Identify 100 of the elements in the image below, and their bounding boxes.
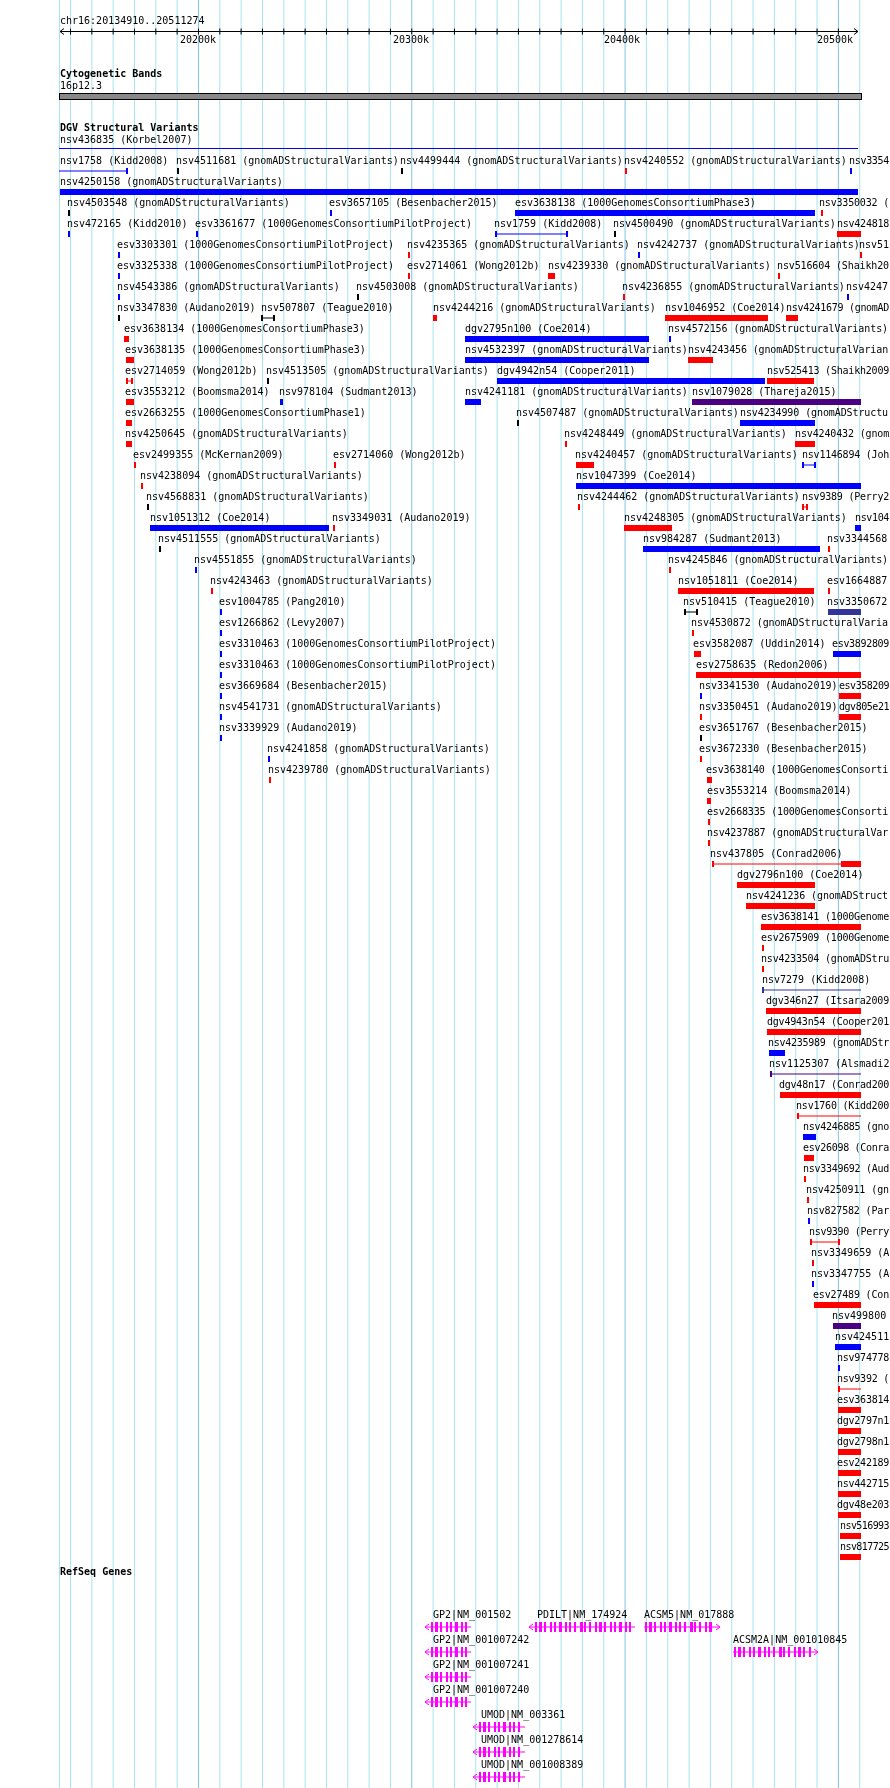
variant-label: esv3638134 (1000GenomesConsortiumPhase3) bbox=[124, 323, 365, 335]
variant-label: nsv4240457 (gnomADStructuralVariants) bbox=[575, 449, 798, 461]
axis-tick-label: 20500k bbox=[817, 34, 854, 46]
variant-label: nsv499800 bbox=[832, 1310, 887, 1322]
variant-label: nsv4246885 (gno bbox=[803, 1121, 889, 1133]
variant-label: nsv9389 (Perry2 bbox=[802, 491, 889, 503]
variant-label: nsv1759 (Kidd2008) bbox=[494, 218, 603, 230]
variant-label: esv3553214 (Boomsma2014) bbox=[707, 785, 852, 797]
variant-label: nsv3349031 (Audano2019) bbox=[332, 512, 471, 524]
variant-label: nsv3347755 (A bbox=[811, 1268, 890, 1280]
variant-label: esv3303301 (1000GenomesConsortiumPilotProject) bbox=[117, 239, 394, 251]
variant-label: nsv1146894 (Joh bbox=[802, 449, 889, 461]
variant-label: esv3361677 (1000GenomesConsortiumPilotProject) bbox=[195, 218, 472, 230]
gene-label: UMOD|NM_001278614 bbox=[481, 1734, 584, 1746]
variant-label: esv27489 (Con bbox=[813, 1289, 889, 1301]
variant-label: esv1266862 (Levy2007) bbox=[219, 617, 346, 629]
variant-label: esv3669684 (Besenbacher2015) bbox=[219, 680, 388, 692]
variant-label: dgv2795n100 (Coe2014) bbox=[465, 323, 592, 335]
variant-label: nsv4532397 (gnomADStructuralVariants) bbox=[465, 344, 688, 356]
variant-label: nsv3354 bbox=[849, 155, 889, 167]
variant-label: nsv3350672 bbox=[827, 596, 888, 608]
gene-label: UMOD|NM_001008389 bbox=[481, 1759, 584, 1771]
variant-label: nsv4243456 (gnomADStructuralVarian bbox=[688, 344, 889, 356]
variant-label: nsv978104 (Sudmant2013) bbox=[279, 386, 418, 398]
variant-label: nsv3341530 (Audano2019) bbox=[699, 680, 838, 692]
variant-label: nsv4241181 (gnomADStructuralVariants) bbox=[465, 386, 688, 398]
variant-label: nsv4572156 (gnomADStructuralVariants) bbox=[668, 323, 889, 335]
variant-label: esv3553212 (Boomsma2014) bbox=[125, 386, 270, 398]
variant-label: nsv3349692 (Aud bbox=[803, 1163, 889, 1175]
variant-label: nsv51 bbox=[859, 239, 890, 251]
variant-label: esv3892809 bbox=[832, 638, 889, 650]
variant-label: esv3638135 (1000GenomesConsortiumPhase3) bbox=[125, 344, 366, 356]
variant-label: nsv4248449 (gnomADStructuralVariants) bbox=[564, 428, 787, 440]
gene-label: GP2|NM_001007242 bbox=[433, 1634, 530, 1646]
variant-label: nsv817725 bbox=[840, 1541, 889, 1553]
variant-label: nsv4568831 (gnomADStructuralVariants) bbox=[146, 491, 369, 503]
variant-label: nsv442715 bbox=[837, 1478, 889, 1490]
variant-label: nsv4247 bbox=[846, 281, 889, 293]
variant-label: nsv4235989 (gnomADStr bbox=[768, 1037, 889, 1049]
variant-label: nsv507807 (Teague2010) bbox=[261, 302, 394, 314]
variant-label: esv3638140 (1000GenomesConsorti bbox=[706, 764, 889, 776]
variant-label: nsv4241679 (gnomAD bbox=[786, 302, 889, 314]
variant-label: nsv510415 (Teague2010) bbox=[683, 596, 816, 608]
variant-label: esv2675909 (1000Genome bbox=[761, 932, 889, 944]
variant-label: nsv7279 (Kidd2008) bbox=[762, 974, 871, 986]
variant-label: nsv4241858 (gnomADStructuralVariants) bbox=[267, 743, 490, 755]
variant-label: nsv4551855 (gnomADStructuralVariants) bbox=[194, 554, 417, 566]
variant-label: nsv4511681 (gnomADStructuralVariants) bbox=[176, 155, 399, 167]
variant-label: nsv3349659 (A bbox=[811, 1247, 890, 1259]
variant-label: nsv4239330 (gnomADStructuralVariants) bbox=[548, 260, 771, 272]
variant-label: nsv4248305 (gnomADStructuralVariants) bbox=[624, 512, 847, 524]
variant-label: nsv4239780 (gnomADStructuralVariants) bbox=[268, 764, 491, 776]
variant-label: nsv4513505 (gnomADStructuralVariants) bbox=[266, 365, 489, 377]
variant-label: nsv4503548 (gnomADStructuralVariants) bbox=[67, 197, 290, 209]
variant-label: nsv4238094 (gnomADStructuralVariants) bbox=[140, 470, 363, 482]
variant-label: nsv4543386 (gnomADStructuralVariants) bbox=[117, 281, 340, 293]
variant-label: nsv1125307 (Alsmadi2 bbox=[769, 1058, 890, 1070]
variant-label: nsv436835 (Korbel2007) bbox=[60, 134, 193, 146]
variant-label: nsv9390 (Perry bbox=[809, 1226, 889, 1238]
variant-label: nsv4236855 (gnomADStructuralVariants) bbox=[622, 281, 845, 293]
variant-label: nsv4511555 (gnomADStructuralVariants) bbox=[158, 533, 381, 545]
coordinate-label: chr16:20134910..20511274 bbox=[60, 15, 205, 27]
variant-label: esv2663255 (1000GenomesConsortiumPhase1) bbox=[125, 407, 366, 419]
variant-label: esv3325338 (1000GenomesConsortiumPilotProject) bbox=[117, 260, 394, 272]
variant-label: nsv472165 (Kidd2010) bbox=[67, 218, 188, 230]
variant-label: nsv827582 (Par bbox=[807, 1205, 889, 1217]
variant-label: esv1004785 (Pang2010) bbox=[219, 596, 346, 608]
track-title: DGV Structural Variants bbox=[60, 122, 199, 134]
variant-label: nsv4240432 (gnom bbox=[795, 428, 889, 440]
track-title: RefSeq Genes bbox=[60, 1566, 133, 1578]
variant-label: nsv4503008 (gnomADStructuralVariants) bbox=[356, 281, 579, 293]
variant-label: nsv1051312 (Coe2014) bbox=[150, 512, 271, 524]
variant-label: nsv4242737 (gnomADStructuralVariants) bbox=[637, 239, 860, 251]
variant-label: nsv4243463 (gnomADStructuralVariants) bbox=[210, 575, 433, 587]
variant-label: nsv9392 ( bbox=[837, 1373, 889, 1385]
variant-label: nsv1046952 (Coe2014) bbox=[665, 302, 786, 314]
variant-label: esv2758635 (Redon2006) bbox=[696, 659, 829, 671]
variant-label: dgv346n27 (Itsara2009 bbox=[766, 995, 889, 1007]
gene-label: GP2|NM_001502 bbox=[433, 1609, 512, 1621]
variant-label: dgv805e21 bbox=[839, 701, 889, 713]
variant-label: nsv516604 (Shaikh20 bbox=[777, 260, 889, 272]
variant-label: dgv48e203 bbox=[837, 1499, 889, 1511]
axis-tick-label: 20200k bbox=[180, 34, 217, 46]
variant-label: esv3582087 (Uddin2014) bbox=[693, 638, 826, 650]
gene-label: UMOD|NM_003361 bbox=[481, 1709, 566, 1721]
variant-label: nsv3344568 bbox=[827, 533, 888, 545]
gene-label: ACSM5|NM_017888 bbox=[644, 1609, 735, 1621]
variant-label: nsv1758 (Kidd2008) bbox=[60, 155, 169, 167]
variant-label: esv363814 bbox=[837, 1394, 889, 1406]
variant-label: nsv4235365 (gnomADStructuralVariants) bbox=[407, 239, 630, 251]
variant-label: esv3310463 (1000GenomesConsortiumPilotProject) bbox=[219, 638, 496, 650]
gene-label: GP2|NM_001007241 bbox=[433, 1659, 530, 1671]
track-title: Cytogenetic Bands bbox=[60, 68, 163, 80]
variant-label: esv2668335 (1000GenomesConsorti bbox=[707, 806, 889, 818]
gene-label: GP2|NM_001007240 bbox=[433, 1684, 530, 1696]
variant-label: nsv4499444 (gnomADStructuralVariants) bbox=[400, 155, 623, 167]
band-label: 16p12.3 bbox=[60, 80, 103, 92]
variant-label: esv242189 bbox=[837, 1457, 889, 1469]
variant-label: esv3638138 (1000GenomesConsortiumPhase3) bbox=[515, 197, 756, 209]
variant-label: nsv4500490 (gnomADStructuralVariants) bbox=[613, 218, 836, 230]
